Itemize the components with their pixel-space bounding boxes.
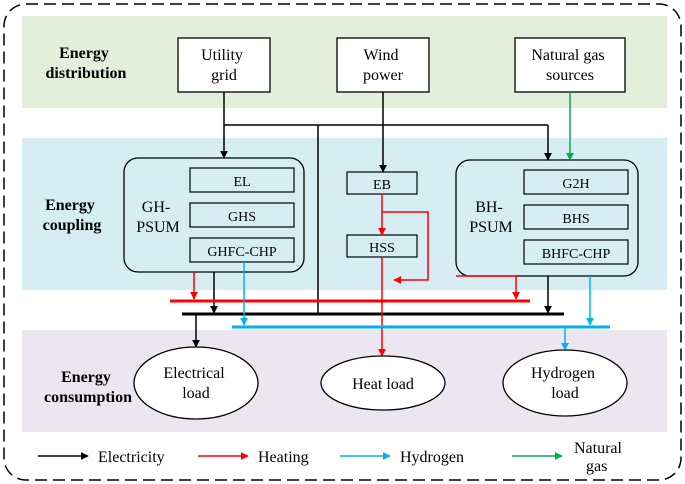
electricity-network <box>192 92 552 348</box>
ghfc-chp-box <box>189 237 295 263</box>
wind-power-box: Wind power <box>336 37 430 93</box>
svg-text:GHFC-CHP: GHFC-CHP <box>207 245 276 260</box>
svg-text:G2H: G2H <box>562 177 589 192</box>
bh-psum-unit: BH- PSUM G2H BHS BHFC-CHP <box>455 159 639 277</box>
heat-load: Heat load <box>320 355 446 411</box>
svg-text:BHS: BHS <box>562 212 589 227</box>
bhs-box <box>523 204 629 230</box>
el-box <box>189 167 295 193</box>
bhfc-chp-box <box>523 239 629 265</box>
svg-text:HSS: HSS <box>369 241 395 256</box>
hydrogen-load: Hydrogen load <box>502 349 628 417</box>
svg-text:Heat load: Heat load <box>352 376 414 393</box>
heating-network <box>190 194 520 357</box>
svg-text:Electrical load: Electrical load <box>163 365 228 402</box>
electrical-load: Electrical load <box>133 346 259 420</box>
consumption-label: Energy consumption <box>44 369 132 406</box>
gh-psum-unit: GH- PSUM EL GHS GHFC-CHP <box>123 157 305 273</box>
ghs-box <box>189 202 295 228</box>
svg-text:EL: EL <box>233 175 250 190</box>
svg-text:BHFC-CHP: BHFC-CHP <box>542 247 611 262</box>
legend: Electricity Heating Hydrogen Natural gas <box>38 440 626 475</box>
utility-grid-box: Utility grid <box>177 37 271 93</box>
legend-gas-label: Natural gas <box>574 440 626 475</box>
natural-gas-box: Natural gas sources <box>514 37 626 93</box>
hss-box: HSS <box>346 234 418 258</box>
coupling-label: Energy coupling <box>43 197 102 234</box>
svg-text:EB: EB <box>373 178 391 193</box>
svg-text:BH- PSUM: BH- PSUM <box>469 199 513 236</box>
svg-text:Natural gas sources: Natural gas sources <box>531 47 608 84</box>
legend-hydrogen-label: Hydrogen <box>400 449 464 466</box>
outer-frame <box>3 3 682 481</box>
hydrogen-network <box>240 262 594 351</box>
distribution-label: Energy distribution <box>46 45 127 82</box>
legend-heating-label: Heating <box>258 449 309 466</box>
g2h-box <box>523 169 629 195</box>
svg-text:Utility grid: Utility grid <box>201 47 247 84</box>
eb-box: EB <box>346 171 418 195</box>
svg-text:GHS: GHS <box>228 210 256 225</box>
svg-text:GH- PSUM: GH- PSUM <box>136 199 180 236</box>
svg-text:Hydrogen load: Hydrogen load <box>531 365 599 402</box>
legend-electricity-label: Electricity <box>98 449 165 466</box>
svg-text:Wind power: Wind power <box>363 47 404 84</box>
